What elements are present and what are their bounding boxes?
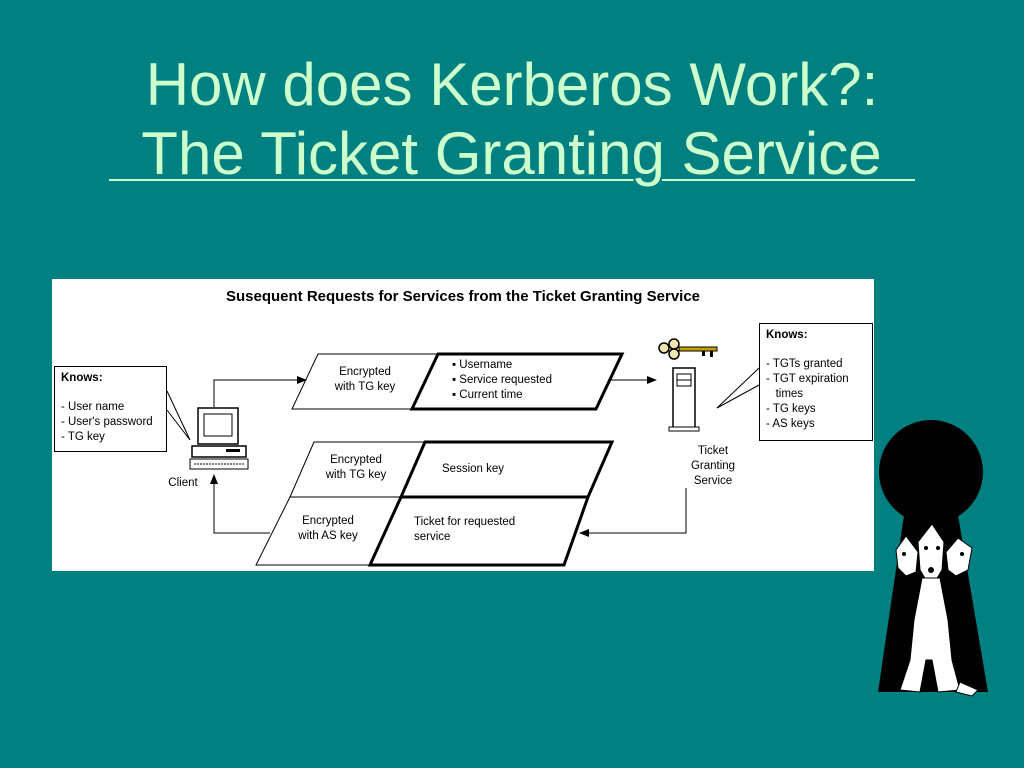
client-callout-pointer xyxy=(166,390,191,441)
label-line: with TG key xyxy=(334,381,396,393)
diagram-title: Susequent Requests for Services from the… xyxy=(225,288,701,305)
request-encrypted-label: Encrypted with TG key xyxy=(320,365,410,395)
reply-bottom-encrypted-label: Encrypted with AS key xyxy=(286,514,370,544)
label-line: Ticket for requested xyxy=(414,516,516,528)
label-line: with TG key xyxy=(325,469,387,481)
server-knows-item: - TGT expiration xyxy=(766,373,849,385)
reply-top-encrypted-label: Encrypted with TG key xyxy=(314,453,398,483)
server-knows-item: - TGTs granted xyxy=(766,358,843,370)
request-item: Current time xyxy=(452,388,552,403)
request-item: Username xyxy=(452,358,552,373)
kerberos-diagram: Susequent Requests for Services from the… xyxy=(52,279,874,571)
client-label: Client xyxy=(168,477,198,489)
cerberus-keyhole-icon xyxy=(878,420,988,697)
server-callout-pointer xyxy=(716,367,760,409)
reply-to-client-arrow xyxy=(210,474,270,534)
server-icon xyxy=(668,367,700,432)
server-label: Ticket Granting Service xyxy=(676,444,750,489)
server-knows-heading: Knows: xyxy=(766,329,808,341)
client-knows-item: - TG key xyxy=(61,431,105,443)
label-line: Encrypted xyxy=(330,454,382,466)
reply-bottom-right-shape xyxy=(367,495,591,567)
ticket-label: Ticket for requested service xyxy=(414,515,515,545)
diagram-graphics xyxy=(166,338,760,567)
client-knows-heading: Knows: xyxy=(61,372,103,384)
reply-top-right-shape xyxy=(398,440,615,499)
label-line: service xyxy=(414,531,451,543)
server-knows-item: times xyxy=(766,388,804,400)
request-contents: Username Service requested Current time xyxy=(452,358,552,403)
server-to-reply-arrow xyxy=(579,488,687,537)
title-line-1: How does Kerberos Work?: xyxy=(145,51,879,118)
title-line-2: The Ticket Granting Service xyxy=(109,120,915,187)
server-knows-box: Knows: - TGTs granted - TGT expiration t… xyxy=(759,323,873,441)
label-line: with AS key xyxy=(298,530,358,542)
client-knows-item: - User's password xyxy=(61,416,153,428)
server-label-line: Ticket xyxy=(697,445,729,457)
label-line: Encrypted xyxy=(339,366,391,378)
server-knows-item: - TG keys xyxy=(766,403,816,415)
server-label-line: Granting xyxy=(690,460,736,472)
server-knows-item: - AS keys xyxy=(766,418,815,430)
client-knows-item: - User name xyxy=(61,401,125,413)
label-line: Encrypted xyxy=(302,515,354,527)
key-icon xyxy=(658,338,718,360)
server-label-line: Service xyxy=(693,475,733,487)
slide-title: How does Kerberos Work?: The Ticket Gran… xyxy=(0,50,1024,188)
client-knows-box: Knows: - User name - User's password - T… xyxy=(54,366,167,452)
request-item: Service requested xyxy=(452,373,552,388)
session-key-label: Session key xyxy=(442,463,505,475)
computer-icon xyxy=(189,407,249,470)
client-to-request-arrow xyxy=(213,376,307,407)
